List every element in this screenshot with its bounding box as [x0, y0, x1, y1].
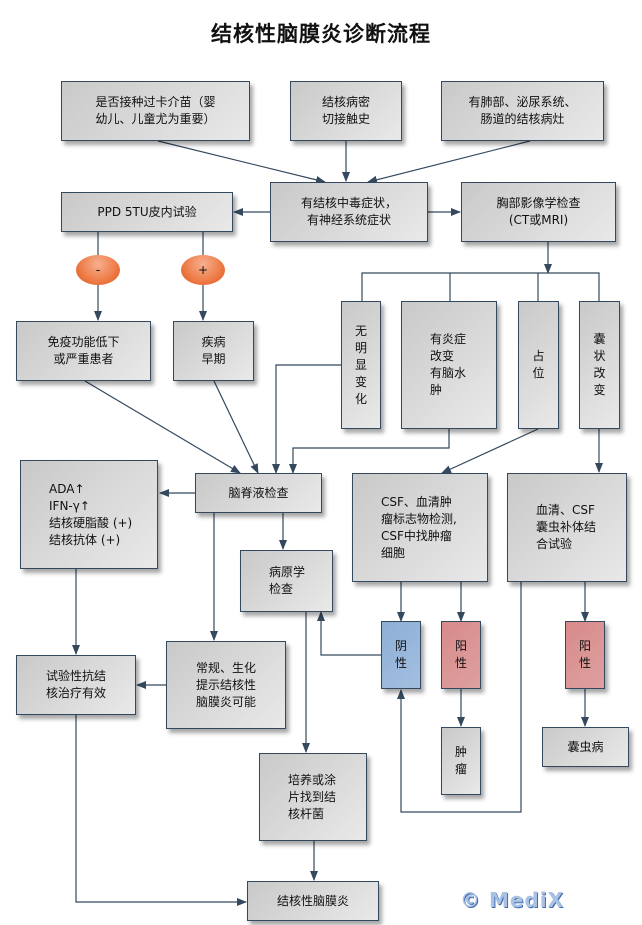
line-inflam-csf — [289, 429, 450, 474]
node-no-change: 无 明 显 变 化 — [341, 301, 381, 429]
arrow-bcg-symptoms — [157, 140, 326, 184]
node-space-occupying: 占 位 — [518, 301, 559, 429]
arrow-neg-pathology — [317, 611, 381, 656]
node-culture-smear: 培养或涂 片找到结 核杆菌 — [259, 753, 367, 841]
node-tb-focus: 有肺部、泌尿系统、 肠道的结核病灶 — [441, 81, 604, 141]
node-cysticercus-test: 血清、CSF 囊虫补体结 合试验 — [507, 473, 627, 582]
medix-watermark: © MediX — [460, 888, 565, 912]
arrow-focus-symptoms — [367, 140, 531, 184]
diagram-title: 结核性脑膜炎诊断流程 — [211, 21, 431, 46]
arrow-trial-tbm — [75, 715, 247, 906]
node-immunocompromised: 免疫功能低下 或严重患者 — [16, 321, 151, 381]
node-routine-biochem: 常规、生化 提示结核性 脑膜炎可能 — [166, 641, 286, 729]
node-tumor-markers: CSF、血清肿 瘤标志物检测, CSF中找肿瘤 细胞 — [352, 473, 488, 582]
arrow-space-tumor — [441, 428, 539, 474]
node-csf-tests: ADA↑ IFN-γ↑ 结核硬脂酸 (+) 结核抗体 (+) — [20, 460, 158, 569]
node-early-disease: 疾病 早期 — [173, 321, 254, 381]
node-symptoms: 有结核中毒症状， 有神经系统症状 — [270, 182, 428, 242]
ppd-negative-node: - — [76, 255, 120, 285]
node-inflammation: 有炎症 改变 有脑水 肿 — [401, 301, 497, 429]
node-chest-imaging: 胸部影像学检查 (CT或MRI) — [461, 182, 616, 242]
arrow-cysttest-neg — [397, 582, 522, 813]
node-csf-exam: 脑脊液检查 — [195, 473, 322, 513]
arrow-immuno-csf — [84, 380, 241, 474]
node-contact-history: 结核病密 切接触史 — [290, 81, 402, 141]
node-positive-tumor: 阳 性 — [441, 621, 481, 689]
branch-bar — [361, 272, 600, 301]
node-tumor: 肿 瘤 — [441, 727, 481, 795]
node-cysticercosis: 囊虫病 — [542, 727, 629, 767]
node-bcg-vaccination: 是否接种过卡介苗（婴 幼儿、儿童尤为重要） — [61, 81, 250, 141]
node-pathogen-exam: 病原学 检查 — [240, 550, 333, 612]
ppd-positive-node: + — [181, 255, 225, 285]
node-negative: 阴 性 — [381, 621, 421, 689]
node-tb-meningitis: 结核性脑膜炎 — [247, 881, 379, 921]
node-ppd-test: PPD 5TU皮内试验 — [61, 192, 233, 232]
arrow-early-csf — [213, 380, 259, 474]
node-cystic-change: 囊 状 改 变 — [579, 301, 620, 429]
node-trial-therapy: 试验性抗结 核治疗有效 — [16, 655, 136, 715]
line-nochange-csf — [272, 364, 341, 474]
node-positive-cyst: 阳 性 — [565, 621, 605, 689]
